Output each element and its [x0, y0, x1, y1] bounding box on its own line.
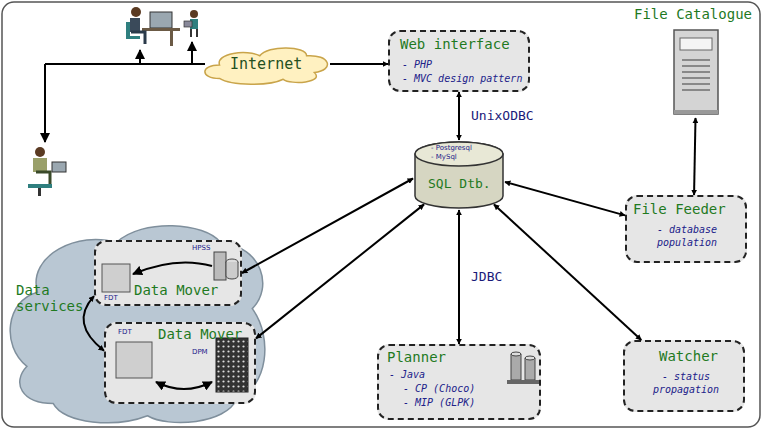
connector: [330, 63, 388, 65]
node-text: - MIP (GLPK): [403, 396, 475, 409]
process-box: Watcher - status propagation: [623, 340, 745, 412]
process-box: File Feeder - database population: [625, 195, 747, 263]
connector: [84, 296, 104, 351]
node-text: Web interface: [400, 36, 510, 52]
node-text: File Feeder: [633, 201, 726, 217]
process-box: HPSS Data MoverFDT: [94, 240, 242, 306]
node-text: FDT: [118, 328, 132, 336]
connector: [505, 182, 625, 215]
connector: [242, 179, 413, 274]
connector: [694, 118, 695, 195]
connector: [256, 204, 424, 338]
edge-label: UnixODBC: [469, 108, 536, 123]
node-text: FDT: [104, 294, 118, 302]
cloud: Internet: [200, 44, 330, 86]
node-text: - Java: [389, 368, 425, 381]
node-text: - CP (Choco): [403, 382, 475, 395]
connector: [494, 204, 641, 340]
node-text: - MySql: [431, 153, 457, 161]
node-text: Watcher: [659, 348, 718, 364]
process-box: FDT Data MoverDPM: [104, 322, 256, 404]
node-text: - PHP: [402, 58, 432, 71]
process-box: Web interface - PHP- MVC design pattern: [388, 30, 530, 92]
database: - Postgresql- MySqlSQL Dtb.: [413, 140, 505, 210]
edge-label: JDBC: [469, 269, 504, 284]
node-text: - MVC design pattern: [402, 72, 522, 85]
laptop-user: [184, 10, 198, 37]
node-text: Planner: [387, 349, 446, 365]
server-icon: [632, 6, 759, 118]
node-text: - database population: [639, 223, 735, 249]
node-text: DPM: [192, 348, 208, 356]
node-text: - status propagation: [635, 370, 737, 396]
connector: [458, 210, 460, 344]
desk-user: [126, 7, 180, 46]
connector: [458, 92, 460, 140]
node-text: SQL Dtb.: [428, 176, 491, 191]
node-text: Data Mover: [158, 326, 242, 342]
cloud-region: Data servicesHPSSData MoverFDTFDTData Mo…: [6, 218, 268, 424]
node-text: HPSS: [192, 244, 210, 252]
node-text: - Postgresql: [431, 144, 472, 152]
users-lines: [45, 42, 205, 142]
node-text: Data Mover: [134, 282, 218, 298]
server: File Catalogue: [632, 6, 759, 118]
node-text: Internet: [230, 56, 302, 73]
process-box: Planner - Java- CP (Choco)- MIP (GLPK): [377, 344, 541, 420]
node-text: Data services: [16, 282, 86, 314]
admin-user: [28, 147, 66, 196]
node-text: File Catalogue: [634, 6, 752, 22]
